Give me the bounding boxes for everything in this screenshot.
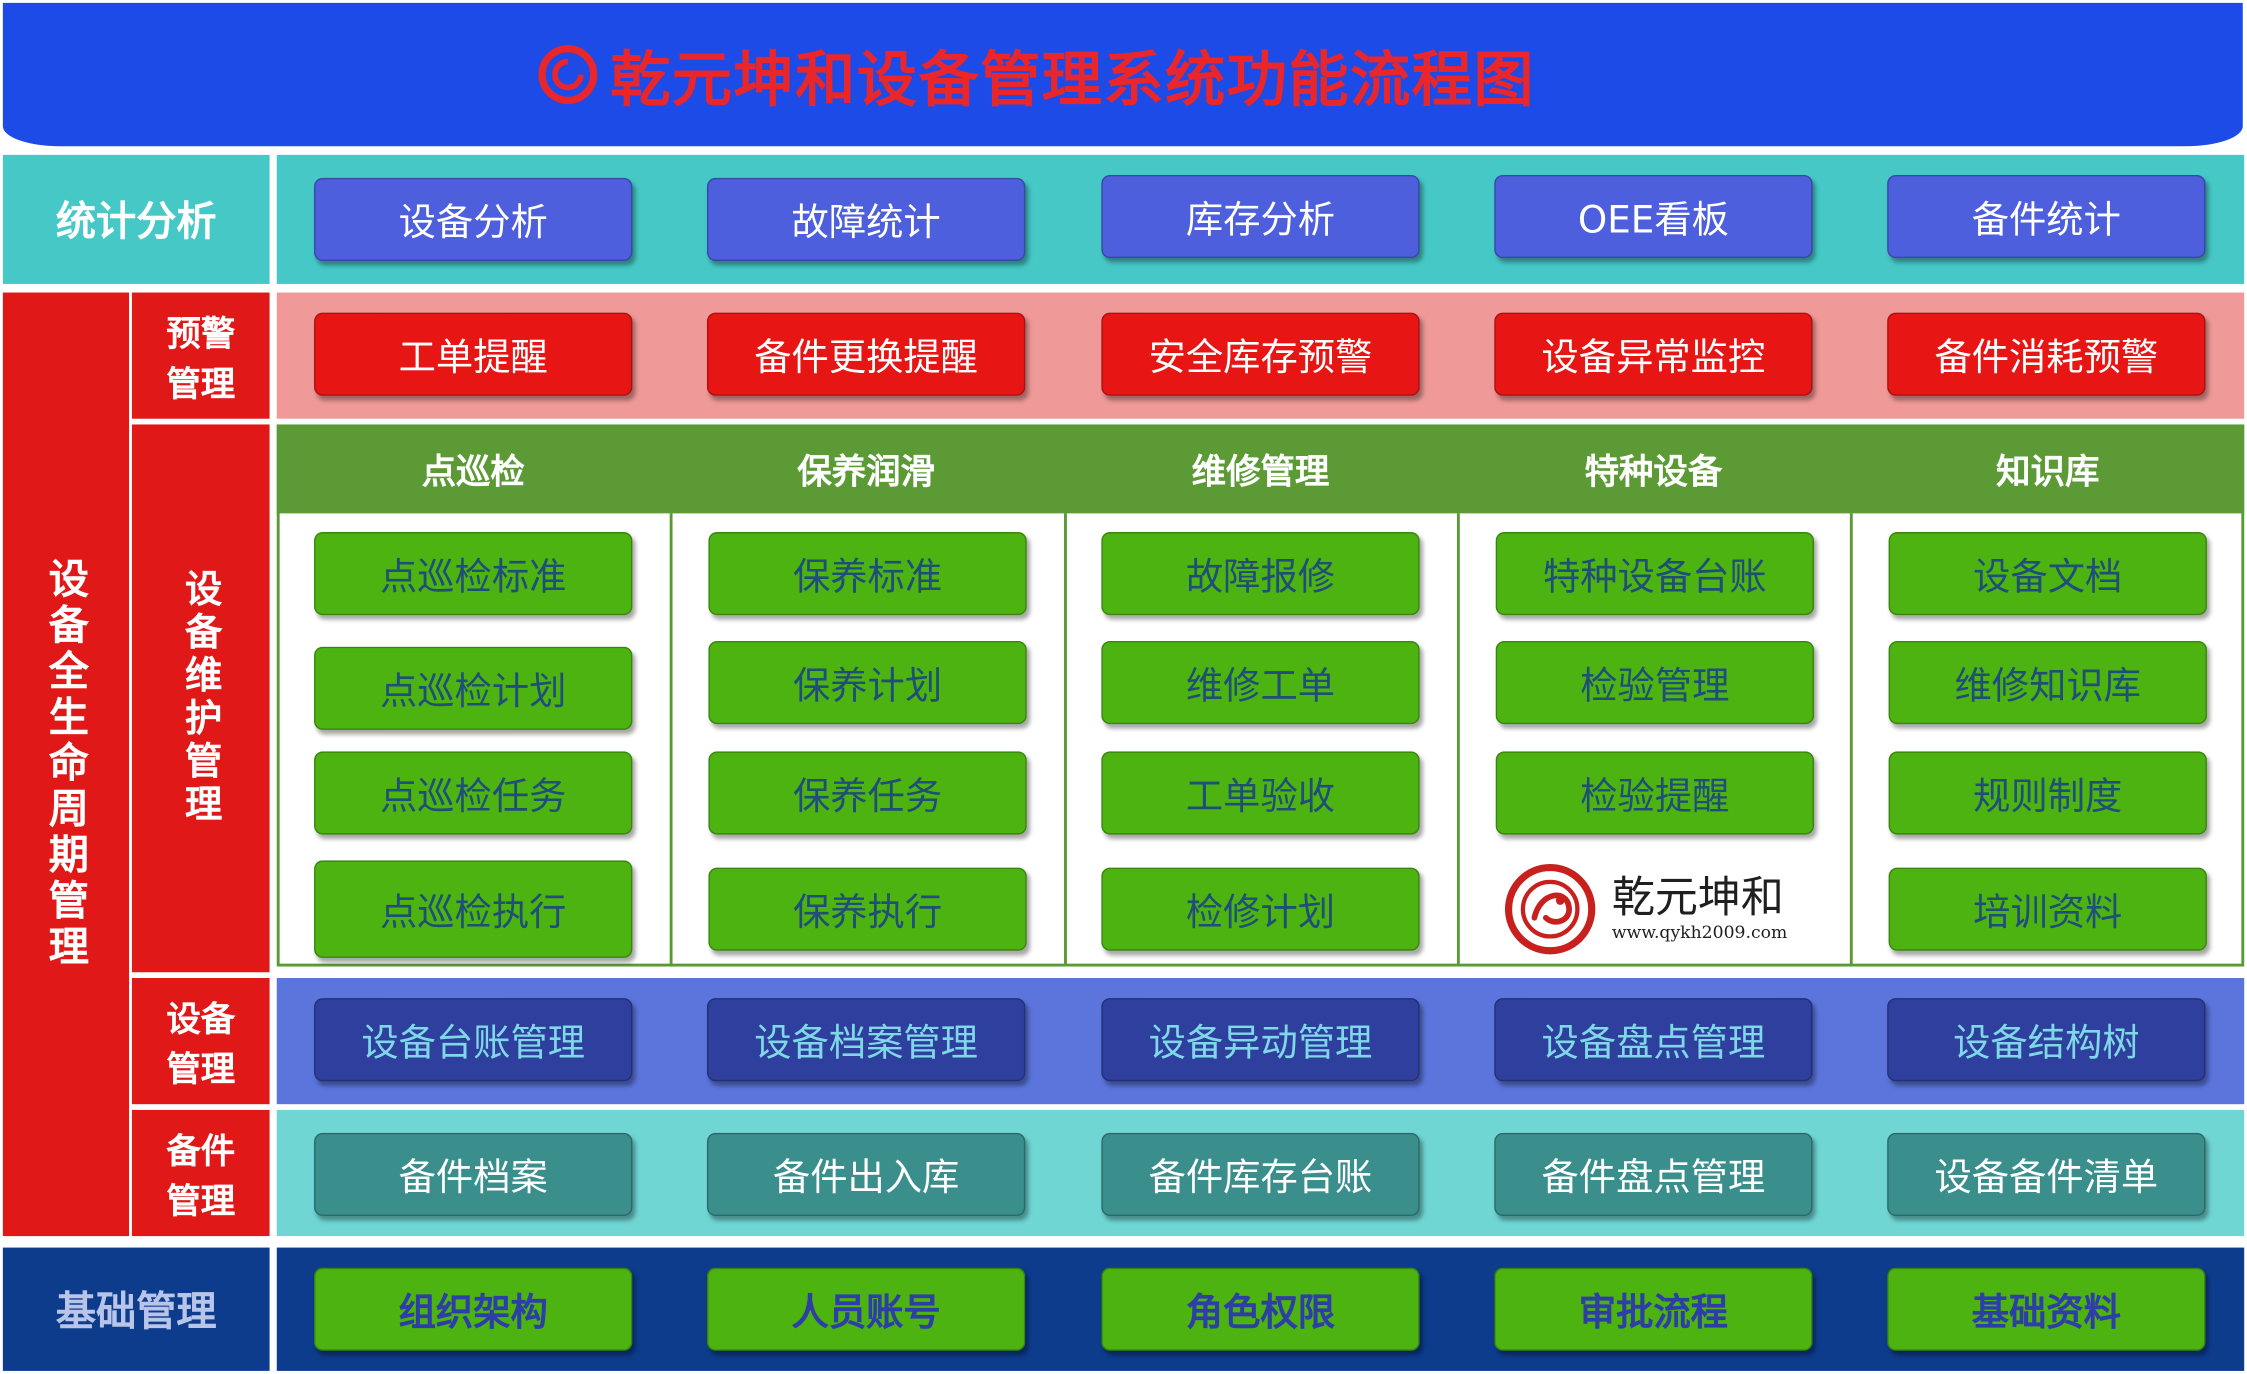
column-divider [1849, 513, 1853, 967]
watermark-company-name: 乾元坤和 [1611, 873, 1784, 924]
knowledge-button-1[interactable]: 设备文档 [1888, 532, 2207, 616]
stats-band: 设备分析 故障统计 库存分析 OEE看板 备件统计 [276, 154, 2245, 284]
column-divider [669, 513, 673, 967]
lubrication-button-2[interactable]: 保养计划 [708, 640, 1027, 725]
base-button-3[interactable]: 角色权限 [1101, 1267, 1420, 1351]
alert-button-2[interactable]: 备件更换提醒 [706, 312, 1026, 396]
lifecycle-label: 设备全生命周期管理 [2, 292, 130, 1237]
base-band: 组织架构 人员账号 角色权限 审批流程 基础资料 [276, 1247, 2245, 1371]
column-divider [1064, 513, 1067, 967]
device-label: 设备管理 [131, 977, 270, 1105]
column-divider [1456, 513, 1460, 967]
stats-button-2[interactable]: 故障统计 [706, 177, 1026, 261]
alert-band: 工单提醒 备件更换提醒 安全库存预警 设备异常监控 备件消耗预警 [276, 292, 2245, 419]
knowledge-button-3[interactable]: 规则制度 [1888, 751, 2207, 835]
alert-button-4[interactable]: 设备异常监控 [1494, 312, 1813, 396]
lubrication-button-1[interactable]: 保养标准 [708, 532, 1027, 616]
spare-button-4[interactable]: 备件盘点管理 [1494, 1132, 1813, 1217]
spare-button-3[interactable]: 备件库存台账 [1101, 1132, 1420, 1217]
header-banner: 乾元坤和设备管理系统功能流程图 [2, 2, 2243, 147]
base-button-1[interactable]: 组织架构 [314, 1267, 633, 1351]
spare-button-1[interactable]: 备件档案 [314, 1132, 633, 1217]
stats-label: 统计分析 [2, 154, 270, 284]
inspection-button-1[interactable]: 点巡检标准 [314, 532, 633, 616]
dragon-logo-icon [1504, 863, 1596, 955]
alert-label: 预警管理 [131, 292, 270, 419]
stats-button-4[interactable]: OEE看板 [1494, 174, 1813, 259]
base-button-4[interactable]: 审批流程 [1494, 1267, 1813, 1351]
spare-band: 备件档案 备件出入库 备件库存台账 备件盘点管理 设备备件清单 [276, 1109, 2245, 1237]
base-button-2[interactable]: 人员账号 [706, 1267, 1026, 1351]
device-button-2[interactable]: 设备档案管理 [706, 998, 1026, 1082]
alert-button-3[interactable]: 安全库存预警 [1101, 312, 1420, 396]
device-button-5[interactable]: 设备结构树 [1887, 998, 2206, 1082]
watermark-text: 乾元坤和 www.qykh2009.com [1611, 873, 1788, 943]
stats-button-1[interactable]: 设备分析 [314, 177, 633, 261]
title-group: 乾元坤和设备管理系统功能流程图 [538, 31, 1535, 118]
stats-button-5[interactable]: 备件统计 [1887, 174, 2206, 259]
special-equipment-button-1[interactable]: 特种设备台账 [1495, 532, 1815, 616]
watermark-url: www.qykh2009.com [1611, 922, 1788, 943]
maintenance-header-bar: 点巡检 保养润滑 维修管理 特种设备 知识库 [276, 424, 2245, 514]
lubrication-button-4[interactable]: 保养执行 [708, 867, 1027, 951]
column-head-knowledge-base: 知识库 [1996, 450, 2100, 492]
spare-button-5[interactable]: 设备备件清单 [1887, 1132, 2206, 1217]
special-equipment-button-3[interactable]: 检验提醒 [1495, 751, 1815, 835]
alert-button-1[interactable]: 工单提醒 [314, 312, 633, 396]
stats-button-3[interactable]: 库存分析 [1101, 174, 1420, 259]
page-title: 乾元坤和设备管理系统功能流程图 [610, 43, 1536, 115]
inspection-button-4[interactable]: 点巡检执行 [314, 860, 633, 958]
column-head-repair: 维修管理 [1191, 450, 1330, 492]
base-label: 基础管理 [2, 1247, 270, 1371]
device-button-1[interactable]: 设备台账管理 [314, 998, 633, 1082]
inspection-button-3[interactable]: 点巡检任务 [314, 751, 633, 835]
inspection-button-2[interactable]: 点巡检计划 [314, 646, 633, 730]
spare-label: 备件管理 [131, 1109, 270, 1237]
device-button-3[interactable]: 设备异动管理 [1101, 998, 1420, 1082]
swirl-logo-icon [539, 45, 598, 104]
column-head-lubrication: 保养润滑 [797, 450, 935, 492]
maintenance-label: 设备维护管理 [131, 424, 270, 973]
device-band: 设备台账管理 设备档案管理 设备异动管理 设备盘点管理 设备结构树 [276, 977, 2245, 1105]
repair-button-2[interactable]: 维修工单 [1101, 640, 1420, 725]
repair-button-1[interactable]: 故障报修 [1101, 532, 1420, 616]
knowledge-button-2[interactable]: 维修知识库 [1888, 640, 2207, 725]
special-equipment-button-2[interactable]: 检验管理 [1495, 640, 1815, 725]
column-head-inspection: 点巡检 [421, 450, 525, 492]
knowledge-button-4[interactable]: 培训资料 [1888, 867, 2207, 951]
lubrication-button-3[interactable]: 保养任务 [708, 751, 1027, 835]
repair-button-3[interactable]: 工单验收 [1101, 751, 1420, 835]
repair-button-4[interactable]: 检修计划 [1101, 867, 1420, 951]
alert-button-5[interactable]: 备件消耗预警 [1887, 312, 2206, 396]
spare-button-2[interactable]: 备件出入库 [706, 1132, 1026, 1217]
column-head-special-equipment: 特种设备 [1584, 450, 1723, 492]
device-button-4[interactable]: 设备盘点管理 [1494, 998, 1813, 1082]
base-button-5[interactable]: 基础资料 [1887, 1267, 2206, 1351]
company-watermark: 乾元坤和 www.qykh2009.com [1503, 863, 1818, 955]
